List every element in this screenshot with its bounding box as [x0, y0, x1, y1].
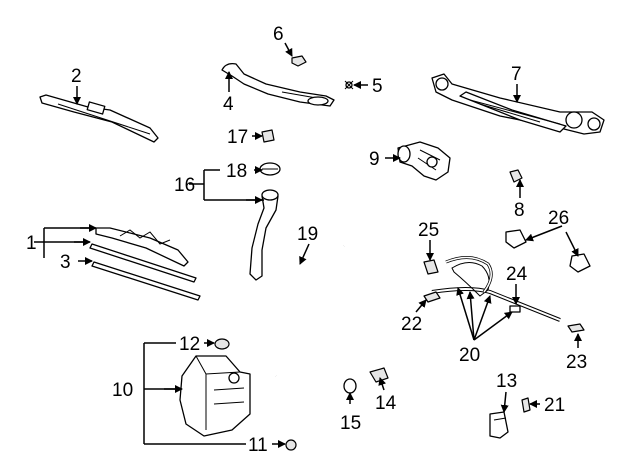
hose-assembly-part — [431, 256, 561, 322]
filler-neck-part — [249, 189, 279, 281]
callout-10: 10 — [112, 380, 133, 401]
wiper-linkage-part — [431, 73, 605, 135]
callout-15: 15 — [340, 413, 361, 434]
grommet-small-part — [343, 378, 357, 394]
connector-part — [423, 291, 441, 303]
callout-2: 2 — [71, 66, 82, 87]
washer-pump-part — [489, 411, 509, 439]
callout-3: 3 — [60, 252, 71, 273]
blade-insert-part — [95, 227, 189, 267]
clip-part — [344, 80, 354, 90]
washer-jet-part — [505, 229, 591, 273]
callout-labels: 1 2 3 4 5 6 7 8 9 10 11 12 13 14 15 16 1… — [26, 24, 587, 456]
callout-6: 6 — [273, 24, 284, 45]
washer-hose-part — [246, 244, 345, 377]
level-sensor-part — [369, 367, 389, 383]
callout-23: 23 — [566, 352, 587, 373]
callout-8: 8 — [514, 200, 525, 221]
wiper-blade-part — [39, 94, 159, 143]
fitting-part — [521, 397, 531, 413]
callout-9: 9 — [369, 149, 380, 170]
blade-rubber-part — [89, 243, 201, 301]
callout-12: 12 — [179, 334, 200, 355]
arm-cap-part — [291, 55, 307, 67]
callout-24: 24 — [506, 264, 528, 285]
wiper-arm-part — [221, 62, 335, 107]
callout-25: 25 — [418, 220, 439, 241]
callout-18: 18 — [226, 161, 247, 182]
callout-1: 1 — [26, 233, 37, 254]
callout-17: 17 — [227, 127, 248, 148]
callout-4: 4 — [223, 94, 234, 115]
washer-nozzle-part — [423, 259, 439, 275]
callout-19: 19 — [297, 224, 318, 245]
washer-reservoir-part — [179, 355, 251, 437]
nozzle-cap-part — [261, 129, 275, 143]
pump-grommet-part — [285, 439, 297, 451]
callout-26: 26 — [548, 208, 569, 229]
callout-11: 11 — [248, 435, 268, 456]
check-valve-part — [567, 323, 585, 333]
callout-13: 13 — [496, 371, 517, 392]
callout-7: 7 — [511, 64, 522, 85]
callout-22: 22 — [401, 314, 422, 335]
callout-16: 16 — [174, 175, 195, 196]
leader-lines — [34, 42, 582, 448]
wiper-motor-part — [397, 141, 451, 181]
reservoir-cap-part — [259, 162, 281, 176]
callout-20: 20 — [459, 345, 480, 366]
reservoir-cap-small-part — [214, 338, 230, 350]
callout-14: 14 — [375, 393, 397, 414]
callout-5: 5 — [372, 76, 383, 97]
callout-21: 21 — [544, 395, 565, 416]
